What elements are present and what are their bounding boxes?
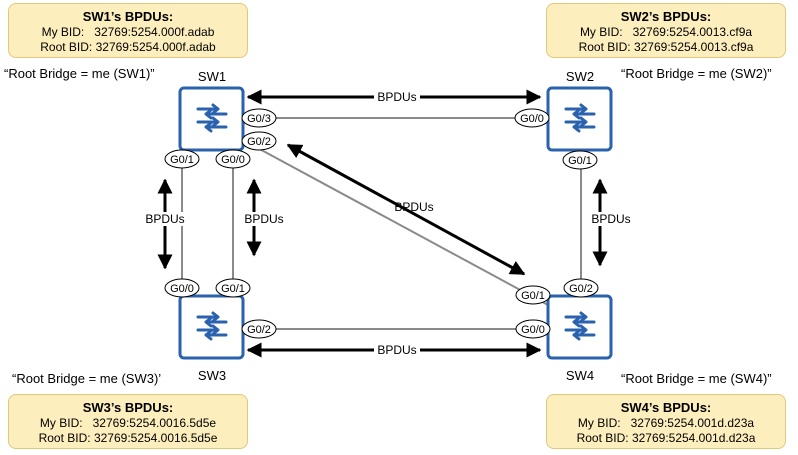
- sw2-port-g00[interactable]: G0/0: [514, 108, 550, 128]
- label-top: BPDUs: [377, 90, 416, 104]
- sw2-root-bid: Root BID: 32769:5254.0013.cf9a: [578, 40, 754, 54]
- svg-text:G0/2: G0/2: [247, 324, 271, 336]
- sw1-bpdu-title: SW1’s BPDUs:: [82, 9, 174, 24]
- arrow-diagonal: [286, 143, 526, 276]
- sw1-switch-icon[interactable]: [178, 86, 245, 152]
- sw2-bpdu-box: SW2’s BPDUs: My BID: 32769:5254.0013.cf9…: [546, 3, 786, 58]
- sw2-bpdu-title: SW2’s BPDUs:: [620, 9, 712, 24]
- svg-text:G0/3: G0/3: [247, 113, 271, 125]
- arrow-labels: BPDUs BPDUs BPDUs BPDUs BPDUs BPDUs: [142, 90, 634, 357]
- sw2-my-bid: My BID: 32769:5254.0013.cf9a: [579, 25, 753, 39]
- sw2-label: SW2: [565, 69, 595, 84]
- label-bottom: BPDUs: [377, 343, 416, 357]
- sw3-port-g02[interactable]: G0/2: [241, 319, 277, 339]
- sw4-bpdu-title: SW4’s BPDUs:: [620, 400, 712, 415]
- svg-text:G0/0: G0/0: [520, 113, 544, 125]
- label-diagonal: BPDUs: [394, 200, 433, 214]
- sw1-port-g02[interactable]: G0/2: [241, 131, 277, 151]
- sw4-port-g00[interactable]: G0/0: [515, 319, 551, 339]
- svg-text:G0/0: G0/0: [170, 283, 194, 295]
- sw1-port-g00[interactable]: G0/0: [215, 149, 251, 169]
- svg-text:G0/1: G0/1: [170, 154, 194, 166]
- svg-text:G0/2: G0/2: [247, 136, 271, 148]
- sw1-port-g03[interactable]: G0/3: [241, 108, 277, 128]
- sw3-label: SW3: [197, 368, 227, 383]
- sw3-my-bid: My BID: 32769:5254.0016.5d5e: [39, 416, 217, 430]
- sw1-port-g01[interactable]: G0/1: [164, 149, 200, 169]
- sw4-bpdu-box: SW4’s BPDUs: My BID: 32769:5254.001d.d23…: [546, 394, 786, 449]
- sw4-my-bid: My BID: 32769:5254.001d.d23a: [577, 416, 755, 430]
- svg-text:G0/1: G0/1: [221, 283, 245, 295]
- sw1-label: SW1: [197, 69, 227, 84]
- link-sw1-sw4: [242, 139, 549, 306]
- sw3-switch-icon[interactable]: [178, 294, 245, 360]
- sw2-switch-icon[interactable]: [546, 86, 613, 152]
- sw1-root-bid: Root BID: 32769:5254.000f.adab: [40, 40, 216, 54]
- sw4-switch-icon[interactable]: [546, 294, 613, 360]
- sw4-port-g01[interactable]: G0/1: [515, 285, 551, 305]
- sw1-bpdu-box: SW1’s BPDUs: My BID: 32769:5254.000f.ada…: [8, 3, 248, 58]
- svg-text:G0/0: G0/0: [521, 324, 545, 336]
- svg-text:G0/1: G0/1: [568, 155, 592, 167]
- label-left: BPDUs: [145, 212, 184, 226]
- sw2-port-g01[interactable]: G0/1: [562, 150, 598, 170]
- sw3-port-g01[interactable]: G0/1: [215, 278, 251, 298]
- sw3-bpdu-title: SW3’s BPDUs:: [82, 400, 174, 415]
- svg-text:G0/0: G0/0: [221, 154, 245, 166]
- sw4-root-claim: “Root Bridge = me (SW4)”: [621, 371, 772, 386]
- port-labels: G0/3 G0/2 G0/1 G0/0 G0/0 G0/1 G0/0 G0/1: [164, 108, 599, 339]
- sw1-root-claim: “Root Bridge = me (SW1)”: [4, 66, 155, 81]
- svg-text:G0/1: G0/1: [521, 290, 545, 302]
- sw3-port-g00[interactable]: G0/0: [164, 278, 200, 298]
- sw1-my-bid: My BID: 32769:5254.000f.adab: [41, 25, 215, 39]
- sw3-bpdu-box: SW3’s BPDUs: My BID: 32769:5254.0016.5d5…: [8, 394, 248, 449]
- sw3-root-bid: Root BID: 32769:5254.0016.5d5e: [38, 431, 218, 445]
- sw2-root-claim: “Root Bridge = me (SW2)”: [621, 66, 772, 81]
- label-right: BPDUs: [591, 212, 630, 226]
- sw4-root-bid: Root BID: 32769:5254.001d.d23a: [576, 431, 756, 445]
- sw4-port-g02[interactable]: G0/2: [563, 278, 599, 298]
- label-middle-left: BPDUs: [244, 212, 283, 226]
- sw3-root-claim: “Root Bridge = me (SW3)’: [12, 371, 162, 386]
- sw4-label: SW4: [565, 368, 595, 383]
- svg-text:G0/2: G0/2: [569, 283, 593, 295]
